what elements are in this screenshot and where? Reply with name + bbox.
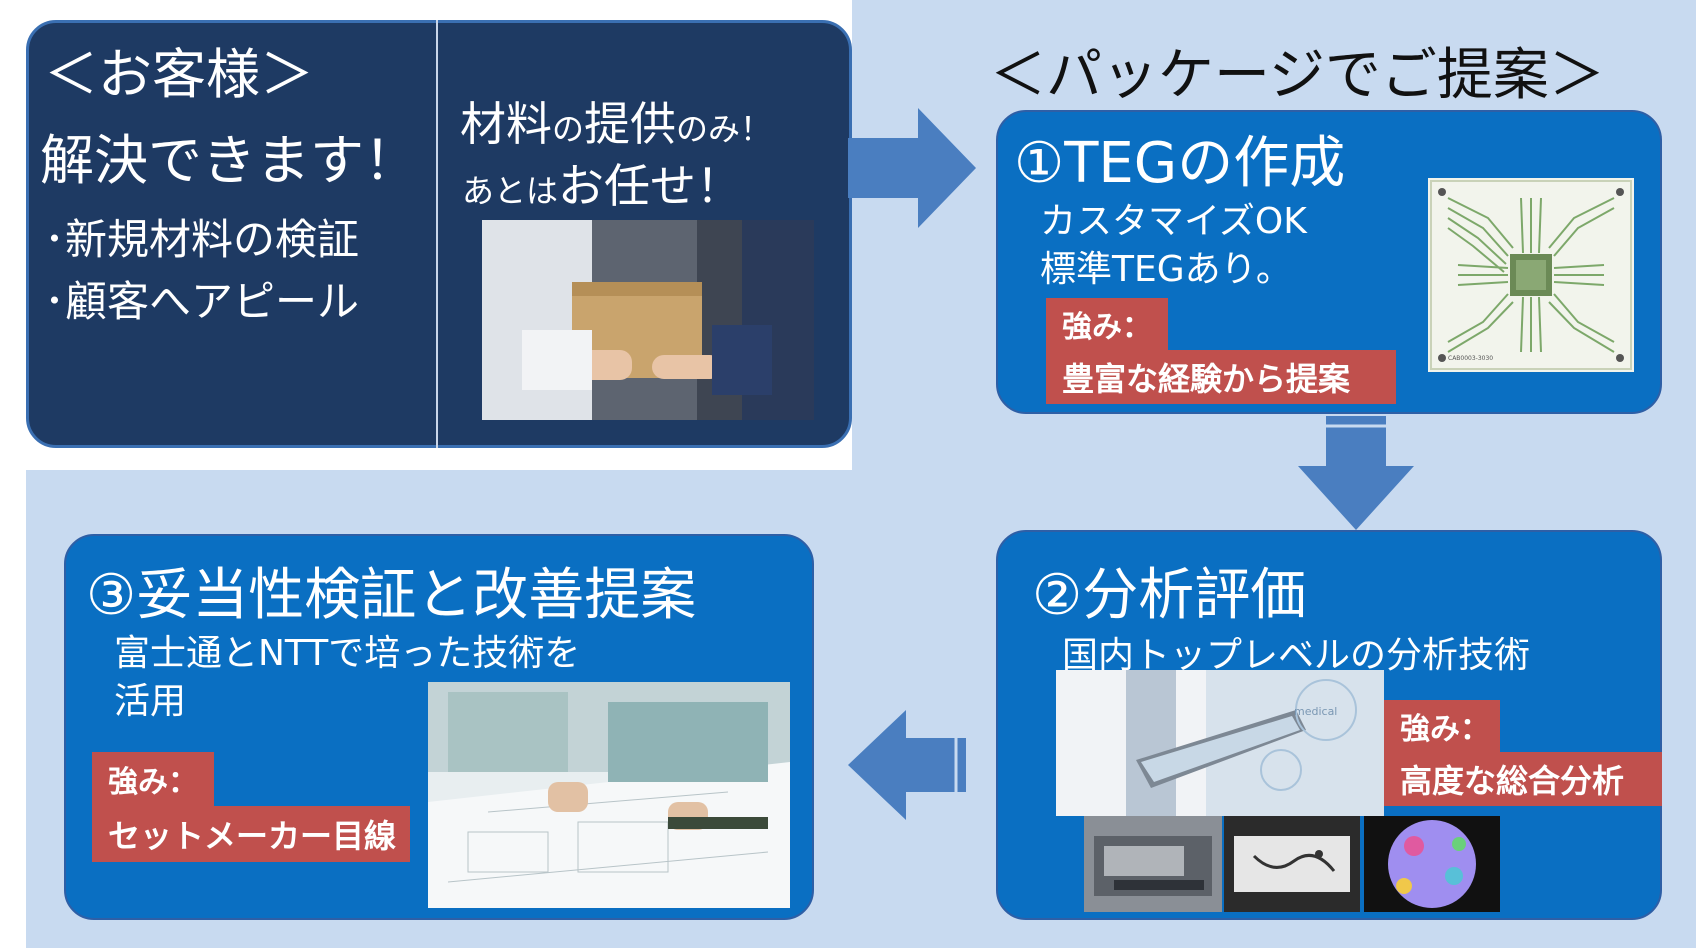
offer-no: の: [552, 110, 585, 148]
arrow-right: [848, 108, 976, 228]
blueprint-review-photo: [428, 682, 790, 908]
step1-line1: カスタマイズOK: [1040, 201, 1307, 242]
offer-material: 材料: [460, 97, 552, 151]
teg-board-image: CAB0003-3030: [1428, 178, 1634, 372]
step1-line2: 標準TEGあり。: [1040, 249, 1292, 290]
step2-subtitle: 国内トップレベルの分析技術: [1062, 635, 1531, 676]
customer-divider: [436, 20, 438, 448]
offer-only: のみ！: [676, 110, 773, 148]
offer-rest: あとは: [462, 172, 559, 210]
tablet-label: medical: [1294, 705, 1337, 718]
step3-line1: 富士通とNTTで培った技術を: [114, 633, 581, 674]
step2-strength: 高度な総合分析: [1384, 752, 1662, 806]
customer-title: ＜お客様＞: [44, 43, 314, 106]
step3-strength: セットメーカー目線: [92, 806, 410, 862]
doctor-tablet-photo: medical: [1056, 670, 1384, 816]
step1-strength: 豊富な経験から提案: [1046, 350, 1396, 404]
analysis-equipment-photo: [1084, 816, 1222, 912]
customer-offer-line1: 材料の提供のみ！: [460, 88, 772, 154]
step3-line2: 活用: [114, 681, 187, 722]
cross-section-image: [1224, 816, 1360, 912]
step3-strength-label: 強み：: [92, 752, 214, 806]
customer-bullet-1: ･新規材料の検証: [44, 215, 360, 264]
arrow-left: [848, 710, 966, 820]
offer-leave: お任せ！: [558, 159, 743, 213]
offer-provide: 提供: [584, 97, 677, 151]
arrow-down: [1298, 416, 1414, 530]
customer-offer-line2: あとはお任せ！: [462, 150, 742, 216]
step2-strength-label: 強み：: [1384, 700, 1500, 752]
customer-bullet-2: ･顧客へアピール: [44, 277, 360, 326]
package-title: ＜パッケージでご提案＞: [990, 43, 1605, 108]
box-handover-photo: [482, 220, 814, 420]
teg-board-label: CAB0003-3030: [1448, 355, 1493, 362]
ebsd-map-image: [1364, 816, 1500, 912]
step3-title: ③妥当性検証と改善提案: [86, 563, 697, 628]
customer-headline: 解決できます！: [40, 129, 418, 192]
step1-title: ①TEGの作成: [1014, 131, 1346, 196]
step2-title: ②分析評価: [1032, 563, 1307, 628]
step1-strength-label: 強み：: [1046, 298, 1168, 350]
